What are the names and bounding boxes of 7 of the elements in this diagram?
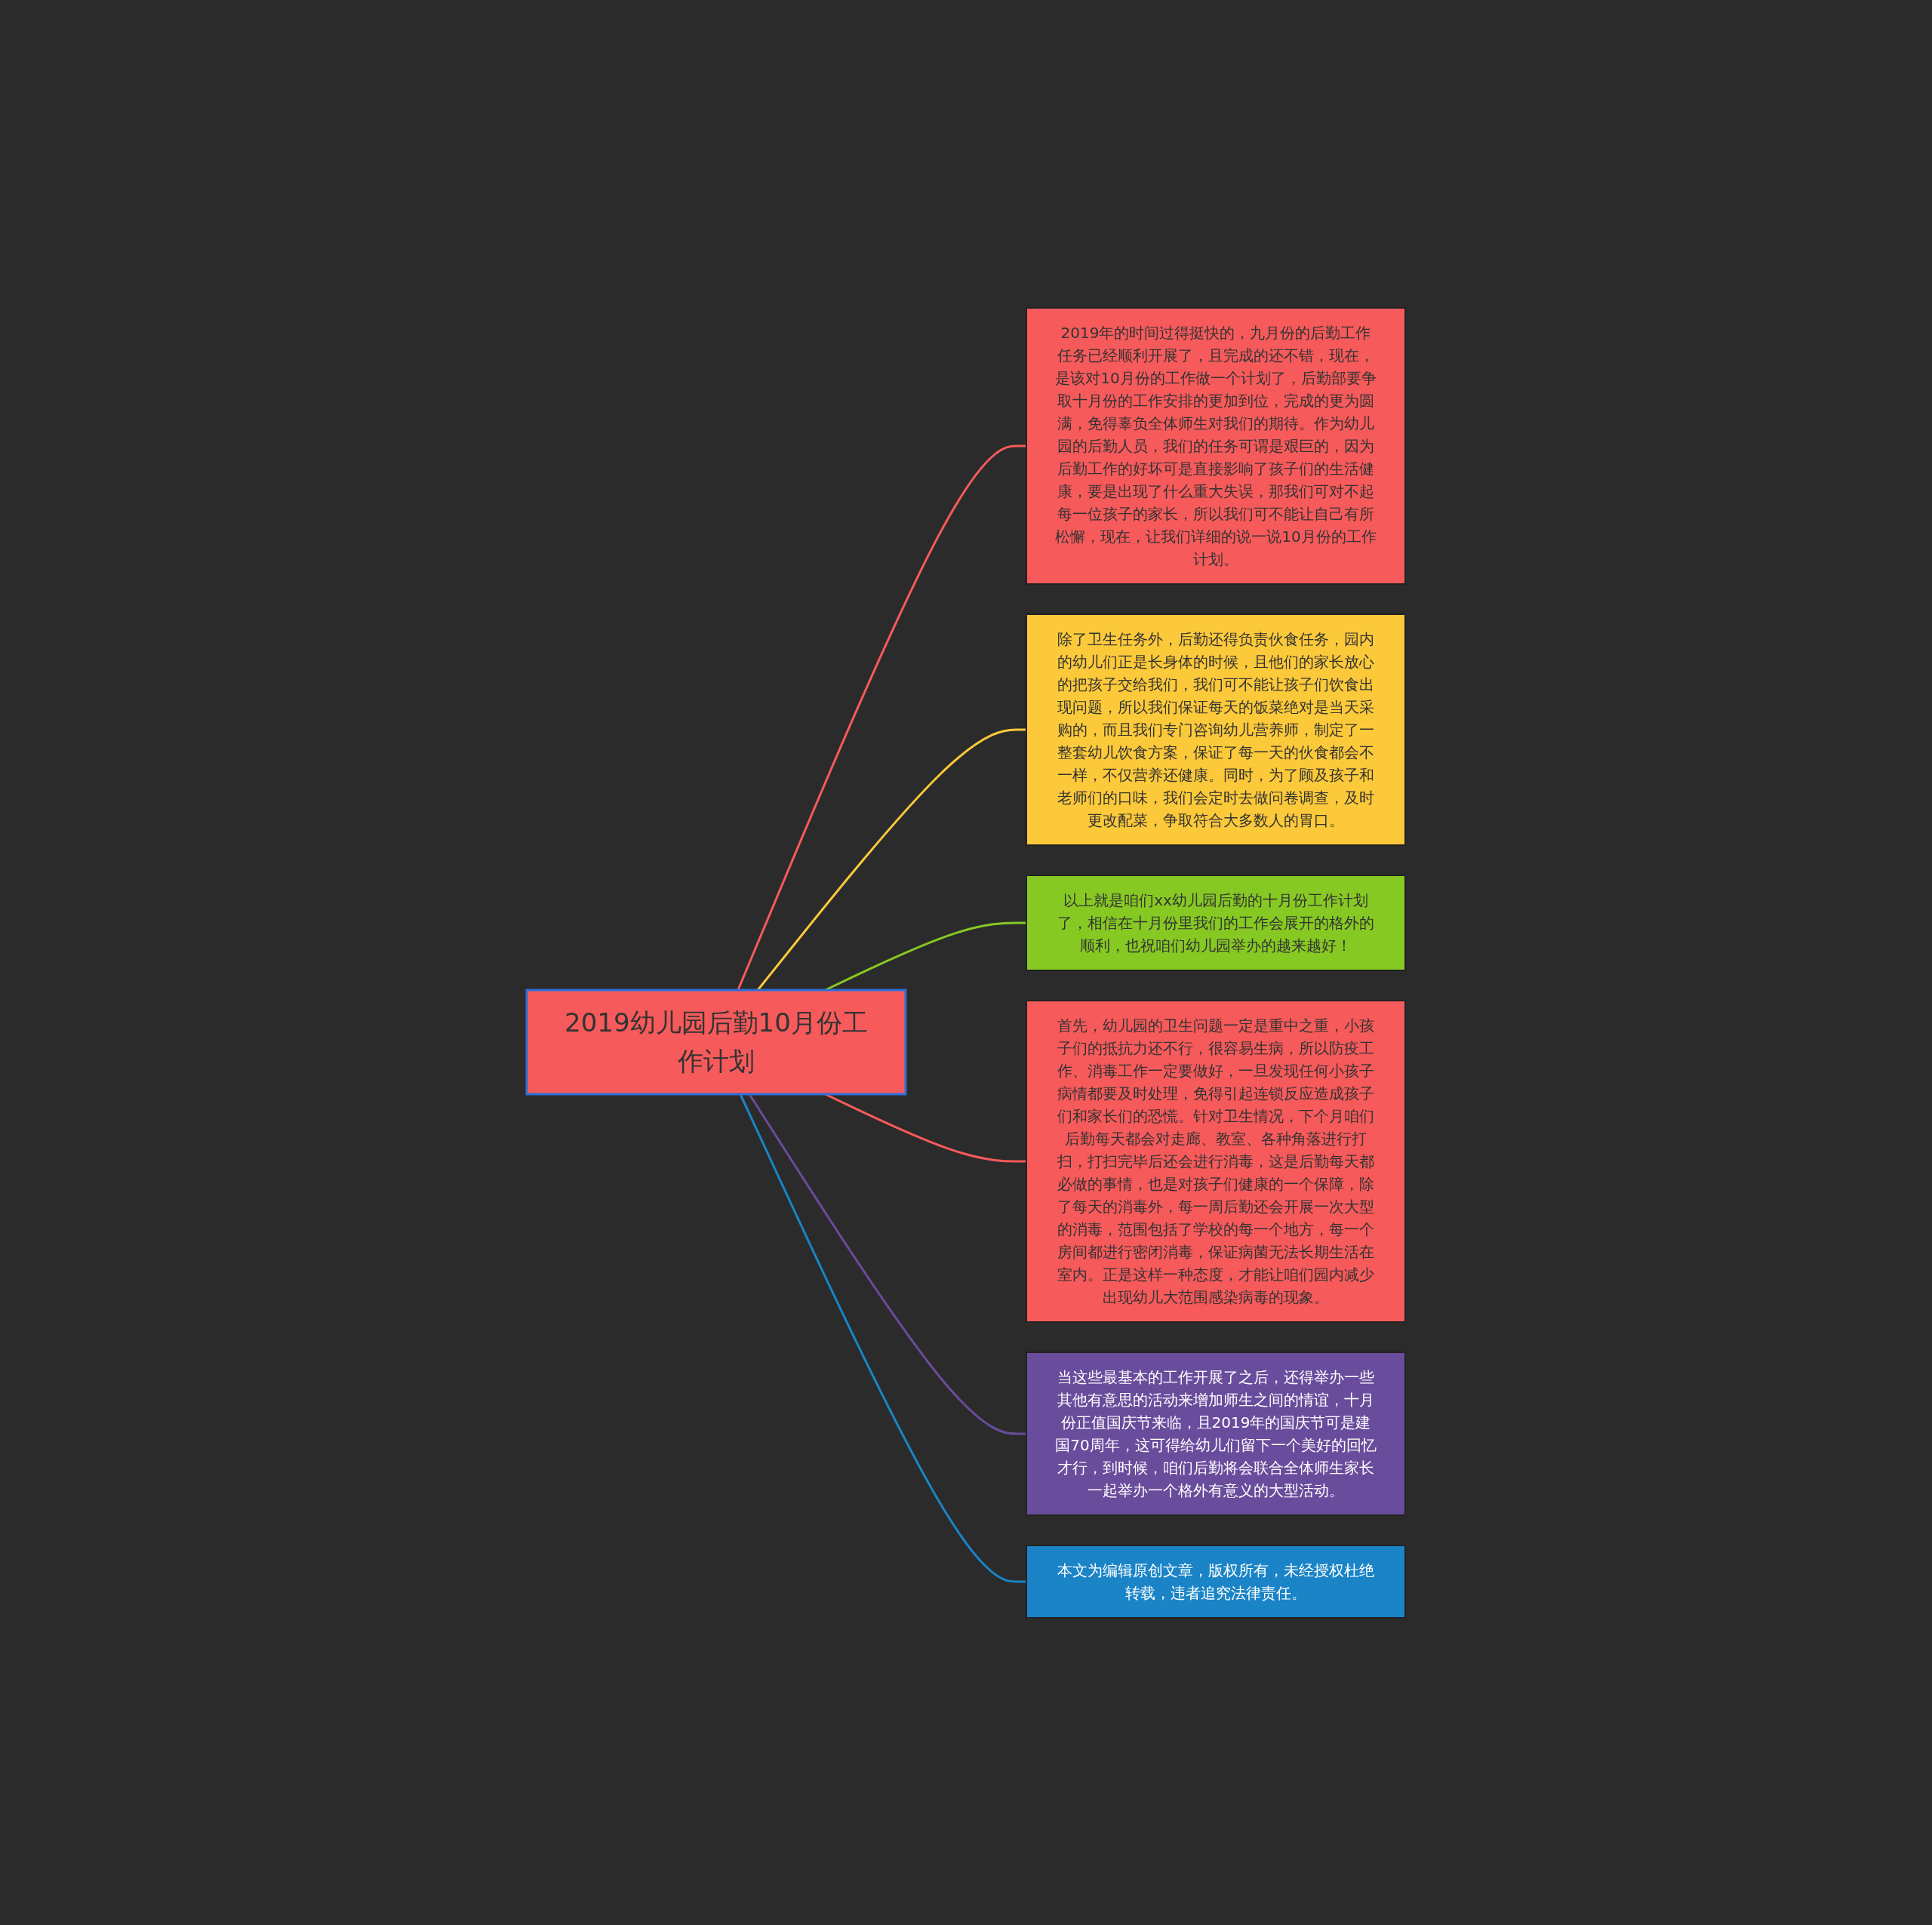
node-box: 除了卫生任务外，后勤还得负责伙食任务，园内的幼儿们正是长身体的时候，且他们的家长放心的把孩子交给我们，我们可不能让孩子们饮食出现问题，所以我们保证每天的饭菜绝对是当天采购的，而且我们专门咨询幼儿营养师，制定了一整套幼儿饮食方案，保证了每一天的伙食都会不一样，不仅营养还健康。同时，为了顾及孩子和老师们的口味，我们会定时去做问卷调查，及时更改配菜，争取符合大多数人的胃口。	[1026, 613, 1406, 846]
node-box: 首先，幼儿园的卫生问题一定是重中之重，小孩子们的抵抗力还不行，很容易生病，所以防疫工作、消毒工作一定要做好，一旦发现任何小孩子病情都要及时处理，免得引起连锁反应造成孩子们和家长们的恐慌。针对卫生情况，下个月咱们后勤每天都会对走廊、教室、各种角落进行打扫，打扫完毕后还会进行消毒，这是后勤每天都必做的事情，也是对孩子们健康的一个保障，除了每天的消毒外，每一周后勤还会开展一次大型的消毒，范围包括了学校的每一个地方，每一个房间都进行密闭消毒，保证病菌无法长期生活在室内。正是这样一种态度，才能让咱们园内减少出现幼儿大范围感染病毒的现象。	[1026, 999, 1406, 1323]
node-box: 2019年的时间过得挺快的，九月份的后勤工作任务已经顺利开展了，且完成的还不错，现在，是该对10月份的工作做一个计划了，后勤部要争取十月份的工作安排的更加到位，完成的更为圆满，免得辜负全体师生对我们的期待。作为幼儿园的后勤人员，我们的任务可谓是艰巨的，因为后勤工作的好坏可是直接影响了孩子们的生活健康，要是出现了什么重大失误，那我们可对不起每一位孩子的家长，所以我们可不能让自己有所松懈，现在，让我们详细的说一说10月份的工作计划。	[1026, 306, 1406, 585]
node-box: 2019幼儿园后勤10月份工作计划	[525, 989, 907, 1095]
node-box: 以上就是咱们xx幼儿园后勤的十月份工作计划了，相信在十月份里我们的工作会展开的格外的顺利，也祝咱们幼儿园举办的越来越好！	[1026, 874, 1406, 971]
node-box: 本文为编辑原创文章，版权所有，未经授权杜绝转载，违者追究法律责任。	[1026, 1544, 1406, 1619]
node-box: 当这些最基本的工作开展了之后，还得举办一些其他有意思的活动来增加师生之间的情谊，十月份正值国庆节来临，且2019年的国庆节可是建国70周年，这可得给幼儿们留下一个美好的回忆才行，到时候，咱们后勤将会联合全体师生家长一起举办一个格外有意义的大型活动。	[1026, 1351, 1406, 1516]
